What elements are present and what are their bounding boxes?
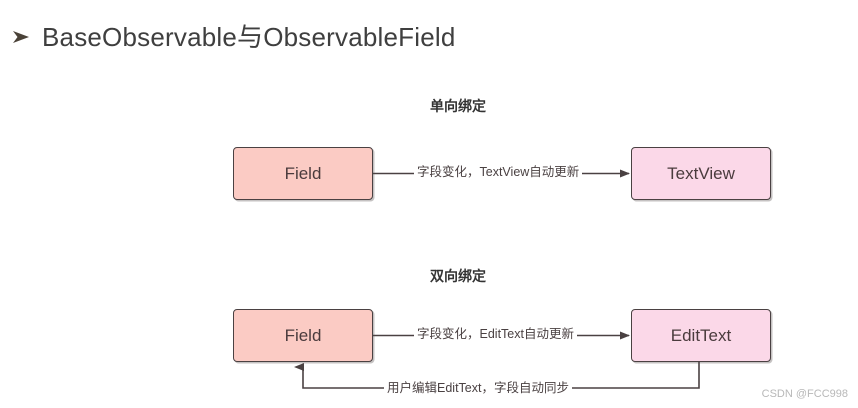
edge-label-field-to-edittext: 字段变化，EditText自动更新	[414, 327, 577, 342]
page-title: BaseObservable与ObservableField	[10, 22, 456, 52]
node-edittext[interactable]: EditText	[631, 309, 771, 362]
section-caption-two-way-binding: 双向绑定	[430, 268, 486, 284]
node-textview[interactable]: TextView	[631, 147, 771, 200]
edge-label-field-to-textview: 字段变化，TextView自动更新	[414, 165, 583, 180]
section-caption-one-way-binding: 单向绑定	[430, 98, 486, 114]
node-field-two-way[interactable]: Field	[233, 309, 373, 362]
triangle-arrow-bullet-icon	[10, 26, 32, 48]
watermark: CSDN @FCC998	[761, 388, 848, 400]
edge-label-edittext-to-field: 用户编辑EditText，字段自动同步	[384, 381, 572, 396]
node-field-one-way[interactable]: Field	[233, 147, 373, 200]
page-title-text: BaseObservable与ObservableField	[42, 22, 456, 52]
